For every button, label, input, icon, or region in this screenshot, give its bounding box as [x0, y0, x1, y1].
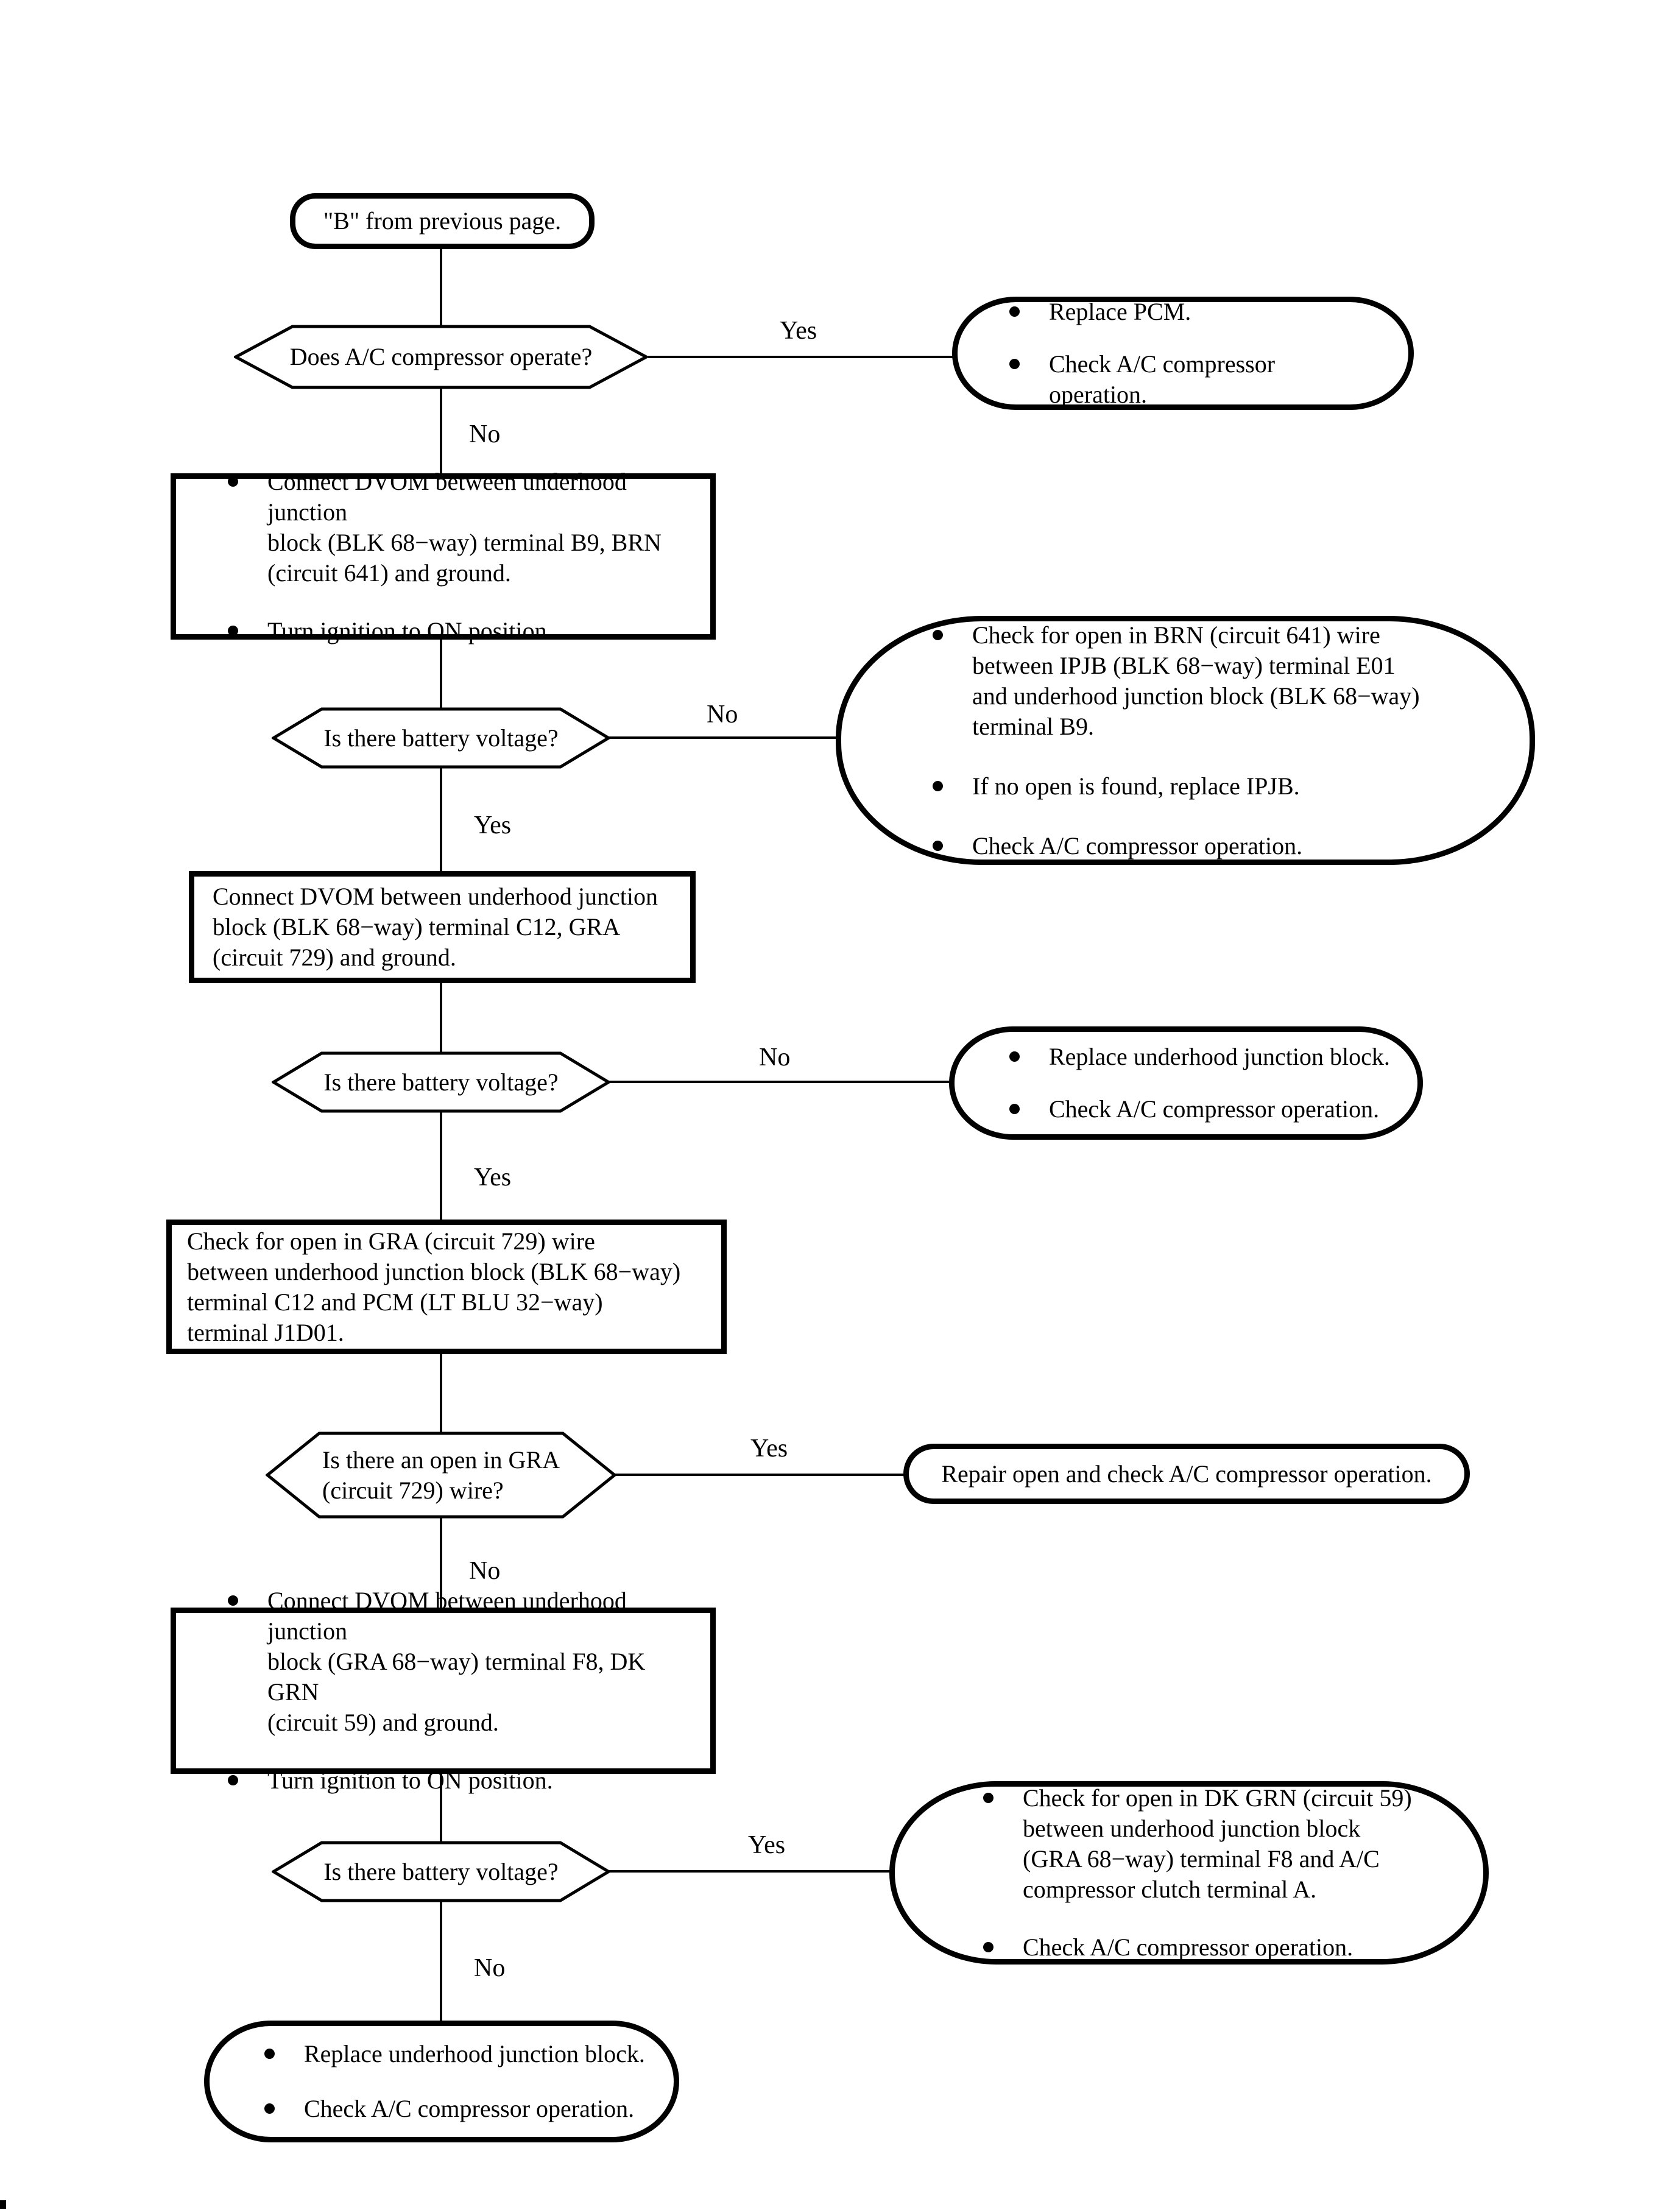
process-text: Check for open in GRA (circuit 729) wire…	[187, 1227, 681, 1346]
list-item-text: Connect DVOM between underhood junction …	[267, 468, 662, 587]
connector-q3-yes	[440, 1112, 442, 1221]
result-replace-ujb-1: Replace underhood junction block. Check …	[949, 1026, 1423, 1140]
bullet-icon	[228, 1775, 238, 1785]
decision-battery-voltage-3: Is there battery voltage?	[272, 1841, 610, 1902]
edge-label-no-4: No	[469, 1557, 501, 1585]
edge-label-yes-5: Yes	[748, 1831, 786, 1859]
bullet-icon	[264, 2103, 275, 2114]
list-item-text: Replace PCM.	[1049, 298, 1191, 325]
bullet-icon	[228, 476, 238, 487]
list-item: Connect DVOM between underhood junction …	[228, 467, 692, 588]
bullet-icon	[1009, 359, 1020, 369]
decision-battery-voltage-1: Is there battery voltage?	[272, 707, 610, 769]
process-text: Connect DVOM between underhood junction …	[213, 883, 658, 971]
list-item: Check A/C compressor operation.	[1009, 349, 1378, 410]
bullet-icon	[1009, 1104, 1020, 1114]
bullet-icon	[933, 780, 943, 791]
scan-artifact-dot	[0, 2200, 6, 2209]
bullet-icon	[983, 1793, 994, 1803]
decision-gra-open: Is there an open in GRA (circuit 729) wi…	[266, 1431, 616, 1519]
list-item-text: Check A/C compressor operation.	[1049, 350, 1276, 408]
bullet-icon	[933, 629, 943, 640]
result-text: Repair open and check A/C compressor ope…	[941, 1460, 1432, 1488]
result-replace-ujb-2: Replace underhood junction block. Check …	[204, 2021, 679, 2142]
process-connect-dvom-f8: Connect DVOM between underhood junction …	[171, 1587, 716, 1794]
list-item: Connect DVOM between underhood junction …	[228, 1586, 692, 1738]
connector-q2-yes	[440, 768, 442, 872]
connector-q3-no	[608, 1081, 950, 1083]
result-check-brn-open: Check for open in BRN (circuit 641) wire…	[836, 616, 1535, 865]
connector-q4-yes	[614, 1474, 905, 1476]
edge-label-yes-2: Yes	[474, 811, 512, 839]
decision-compressor-operate: Does A/C compressor operate?	[234, 325, 648, 389]
connector-start-to-q1	[440, 248, 442, 326]
list-item: Check A/C compressor operation.	[264, 2094, 649, 2124]
bullet-icon	[228, 1595, 238, 1606]
bullet-icon	[983, 1942, 994, 1952]
edge-label-yes-1: Yes	[780, 317, 817, 345]
process-connect-dvom-b9: Connect DVOM between underhood junction …	[171, 468, 716, 644]
connector-q5-yes	[608, 1870, 891, 1873]
list-item: Check A/C compressor operation.	[933, 831, 1493, 861]
list-item: Check for open in DK GRN (circuit 59) be…	[983, 1783, 1459, 1905]
decision-label: Is there battery voltage?	[323, 1068, 559, 1096]
list-item-text: Replace underhood junction block.	[1049, 1043, 1390, 1070]
bullet-icon	[933, 840, 943, 851]
process-connect-dvom-c12: Connect DVOM between underhood junction …	[189, 871, 696, 983]
decision-battery-voltage-2: Is there battery voltage?	[272, 1051, 610, 1113]
decision-label: Is there battery voltage?	[323, 1857, 559, 1885]
list-item-text: Check A/C compressor operation.	[304, 2095, 635, 2122]
result-repair-open: Repair open and check A/C compressor ope…	[903, 1444, 1470, 1504]
connector-q1-yes	[648, 356, 953, 358]
edge-label-no-3: No	[759, 1043, 791, 1071]
edge-label-yes-4: Yes	[750, 1435, 788, 1463]
connector-q4-no	[440, 1518, 442, 1609]
list-item-text: Connect DVOM between underhood junction …	[267, 1587, 646, 1736]
list-item: Check for open in BRN (circuit 641) wire…	[933, 620, 1493, 742]
edge-label-no-5: No	[474, 1954, 506, 1982]
hexagon-shape	[234, 325, 648, 389]
list-item-text: Check A/C compressor operation.	[1049, 1095, 1380, 1123]
bullet-icon	[1009, 1051, 1020, 1062]
list-item: If no open is found, replace IPJB.	[933, 771, 1493, 802]
list-item-text: Check for open in DK GRN (circuit 59) be…	[1023, 1784, 1412, 1903]
list-item: Replace underhood junction block.	[264, 2039, 649, 2069]
list-item-text: Turn ignition to ON position.	[267, 617, 553, 644]
list-item: Check A/C compressor operation.	[983, 1932, 1459, 1963]
list-item-text: Check for open in BRN (circuit 641) wire…	[972, 621, 1420, 740]
connector-q5-no	[440, 1901, 442, 2022]
list-item: Check A/C compressor operation.	[1009, 1094, 1393, 1124]
process-check-gra-open: Check for open in GRA (circuit 729) wire…	[166, 1220, 727, 1354]
connector-q2-no	[608, 736, 837, 739]
terminator-b-from-previous-page: "B" from previous page.	[290, 193, 595, 249]
bullet-icon	[1009, 306, 1020, 317]
list-item-text: If no open is found, replace IPJB.	[972, 772, 1300, 800]
connector-p2-to-q3	[440, 982, 442, 1053]
list-item: Replace underhood junction block.	[1009, 1042, 1393, 1072]
list-item: Turn ignition to ON position.	[228, 616, 692, 646]
list-item-text: Check A/C compressor operation.	[972, 831, 1303, 860]
connector-q1-no	[440, 388, 442, 475]
decision-label: Is there an open in GRA (circuit 729) wi…	[322, 1446, 560, 1504]
decision-label: Does A/C compressor operate?	[289, 343, 593, 370]
connector-p4-to-q5	[440, 1773, 442, 1842]
terminator-label: "B" from previous page.	[323, 207, 562, 235]
edge-label-no-1: No	[469, 420, 501, 448]
list-item: Replace PCM.	[1009, 297, 1378, 327]
edge-label-no-2: No	[707, 701, 738, 729]
result-check-dkgrn-open: Check for open in DK GRN (circuit 59) be…	[889, 1781, 1489, 1965]
result-replace-pcm: Replace PCM. Check A/C compressor operat…	[952, 297, 1414, 410]
list-item: Turn ignition to ON position.	[228, 1765, 692, 1796]
bullet-icon	[228, 626, 238, 636]
list-item-text: Turn ignition to ON position.	[267, 1767, 553, 1794]
connector-p1-to-q2	[440, 638, 442, 708]
decision-label: Is there battery voltage?	[323, 724, 559, 752]
list-item-text: Check A/C compressor operation.	[1023, 1933, 1354, 1961]
edge-label-yes-3: Yes	[474, 1163, 512, 1191]
list-item-text: Replace underhood junction block.	[304, 2040, 645, 2067]
connector-p3-to-q4	[440, 1353, 442, 1432]
bullet-icon	[264, 2049, 275, 2059]
